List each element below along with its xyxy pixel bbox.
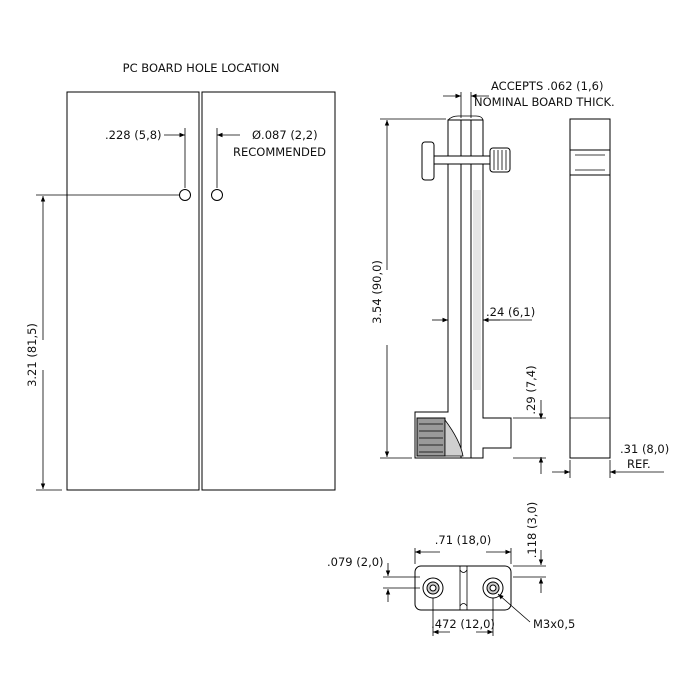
foot-height-label: .29 (7,4): [524, 365, 538, 414]
board-accepts-line1: ACCEPTS .062 (1,6): [491, 79, 603, 93]
mounting-hole-right: [211, 189, 223, 201]
card-guide-bottom-view: .71 (18,0) .118 (3,0) .079 (2,0) .472 (1…: [327, 502, 575, 636]
mounting-hole-left: [179, 189, 191, 201]
card-guide-side-view: ACCEPTS .062 (1,6) NOMINAL BOARD THICK. …: [370, 79, 615, 474]
overall-height-label: 3.54 (90,0): [370, 260, 384, 324]
hole-note-label: RECOMMENDED: [233, 145, 326, 159]
card-guide-front-view: .31 (8,0) REF.: [552, 118, 669, 478]
pc-board-left-panel: [66, 91, 200, 491]
thread-label: M3x0,5: [533, 617, 575, 631]
base-thickness-label: .118 (3,0): [525, 502, 539, 559]
slot-width-label: .24 (6,1): [486, 305, 535, 319]
base-width-label: .71 (18,0): [435, 533, 492, 547]
hole-height-label: 3.21 (81,5): [25, 323, 39, 387]
hole-spacing-label: .228 (5,8): [105, 128, 162, 142]
base-offset-label: .079 (2,0): [327, 555, 384, 569]
side-width-note: REF.: [627, 457, 651, 471]
pc-board-title: PC BOARD HOLE LOCATION: [123, 61, 280, 75]
pc-board-right-panel: [201, 91, 336, 491]
pc-board-view: PC BOARD HOLE LOCATION .228 (5,8) Ø.087 …: [25, 61, 336, 491]
hole-diameter-label: Ø.087 (2,2): [252, 128, 318, 142]
side-width-label: .31 (8,0): [620, 442, 669, 456]
hole-pitch-label: .472 (12,0): [431, 617, 495, 631]
board-accepts-line2: NOMINAL BOARD THICK.: [474, 95, 615, 109]
